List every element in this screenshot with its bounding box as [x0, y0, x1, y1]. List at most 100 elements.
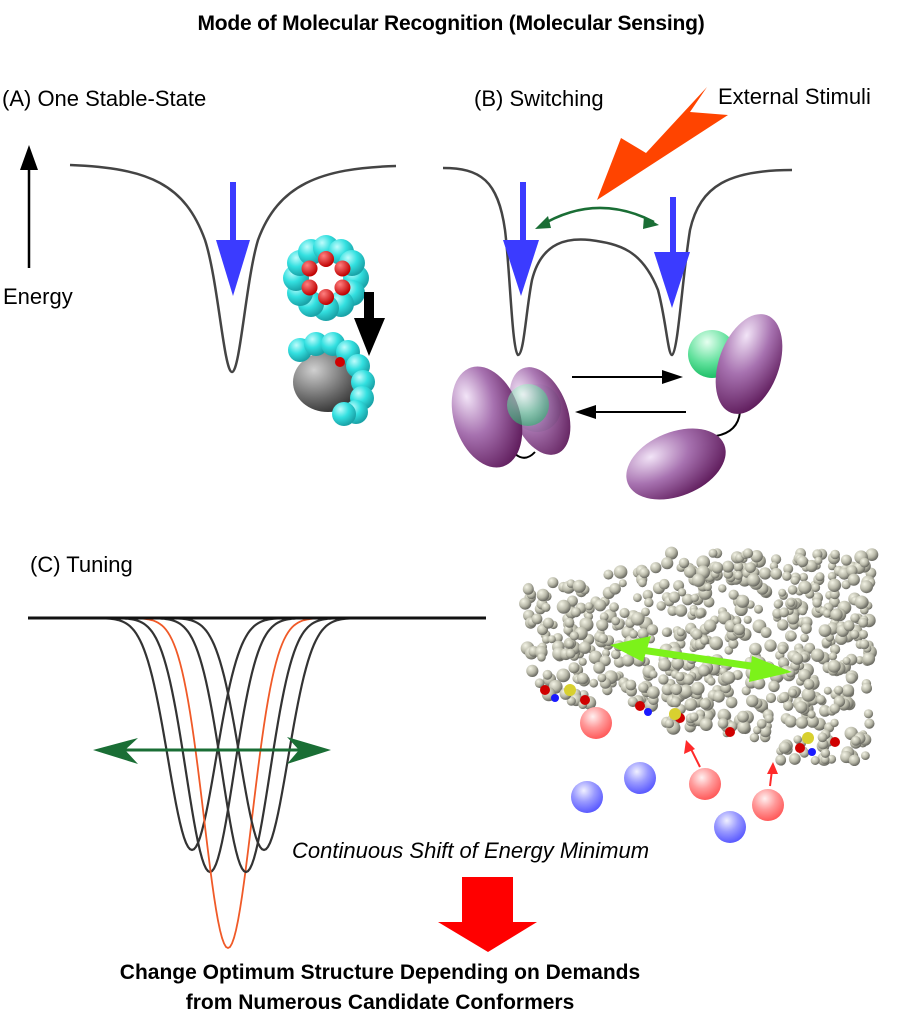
atom-bead	[625, 679, 637, 691]
conclusion-line-2: from Numerous Candidate Conformers	[185, 991, 575, 1014]
atom-bead	[691, 681, 705, 696]
atom-bead	[795, 701, 808, 714]
atom-bead	[703, 619, 717, 633]
atom-bead	[800, 633, 809, 643]
atom-bead	[534, 678, 545, 688]
atom-bead	[568, 662, 580, 674]
oxygen-atom	[635, 701, 645, 711]
atom-bead	[817, 732, 828, 743]
atom-bead	[522, 583, 534, 595]
atom-bead	[661, 627, 671, 637]
atom-bead	[787, 631, 797, 641]
green-bidirectional-curved-arrow	[535, 206, 659, 229]
atom-bead	[709, 636, 723, 651]
atom-bead	[829, 703, 840, 714]
atom-bead	[638, 682, 649, 693]
atom-bead	[644, 597, 654, 608]
atom-bead	[764, 714, 774, 724]
energy-axis-arrow	[20, 145, 38, 268]
atom-bead	[820, 748, 831, 758]
tuning-energy-curves	[28, 616, 486, 950]
anion-ball	[714, 811, 746, 843]
atom-bead	[642, 589, 653, 601]
atom-bead	[597, 673, 607, 683]
energy-axis-label: Energy	[3, 284, 73, 309]
atom-bead	[816, 694, 826, 705]
atom-bead	[795, 716, 809, 729]
forward-equilibrium-arrow	[572, 370, 683, 384]
ring-cavity	[315, 267, 337, 289]
atom-bead	[863, 709, 874, 719]
oxygen-atom	[580, 695, 590, 705]
atom-bead	[797, 668, 811, 682]
atom-bead	[861, 682, 872, 694]
atom-bead	[841, 684, 855, 697]
nitrogen-atom	[551, 694, 559, 702]
atom-bead	[787, 585, 798, 595]
atom-bead	[745, 562, 756, 573]
atom-bead	[650, 562, 662, 574]
atom-bead	[737, 720, 751, 734]
atom-bead	[547, 635, 556, 644]
atom-bead	[611, 616, 621, 626]
atom-bead	[638, 578, 647, 588]
atom-bead	[810, 756, 820, 765]
atom-bead	[796, 555, 809, 568]
atom-bead	[542, 669, 553, 680]
oxygen-atom	[318, 289, 334, 305]
atom-bead	[823, 609, 832, 618]
atom-bead	[609, 602, 619, 612]
atom-bead	[667, 605, 678, 616]
atom-bead	[851, 735, 861, 746]
atom-bead	[656, 601, 666, 611]
atom-bead	[830, 608, 843, 621]
oxygen-atom	[334, 279, 351, 296]
atom-bead	[618, 579, 627, 588]
atom-bead	[830, 644, 841, 655]
atom-bead	[754, 604, 763, 614]
atom-bead	[691, 629, 703, 640]
atom-bead	[782, 571, 792, 581]
atom-bead	[683, 565, 697, 578]
atom-bead	[858, 617, 869, 628]
panel-a-label: (A) One Stable-State	[2, 86, 207, 111]
atom-bead	[746, 573, 761, 587]
atom-bead	[541, 602, 551, 612]
atom-bead	[588, 650, 603, 665]
atom-bead	[815, 572, 825, 582]
oxygen-atom	[830, 737, 840, 747]
atom-bead	[746, 694, 759, 708]
oxygen-atom	[334, 260, 351, 277]
atom-bead	[788, 753, 801, 765]
cation-ball	[752, 789, 784, 821]
atom-bead	[633, 593, 642, 603]
atom-bead	[584, 602, 594, 611]
atom-bead	[542, 617, 554, 629]
atom-bead	[658, 658, 672, 672]
atom-bead	[848, 754, 861, 766]
atom-bead	[728, 589, 739, 600]
atom-bead	[855, 656, 864, 665]
atom-bead	[788, 688, 797, 698]
atom-bead	[823, 686, 832, 695]
atom-bead	[717, 718, 729, 729]
atom-bead	[861, 751, 870, 760]
atom-bead	[722, 560, 735, 573]
atom-bead	[775, 754, 787, 766]
nitrogen-atom	[808, 748, 816, 756]
atom-bead	[722, 671, 736, 685]
atom-bead	[646, 686, 660, 699]
atom-bead	[565, 648, 576, 659]
reverse-equilibrium-arrow	[575, 405, 686, 419]
atom-bead	[753, 677, 766, 690]
atom-bead	[711, 562, 724, 574]
atom-bead	[629, 629, 638, 639]
atom-bead	[682, 673, 695, 686]
lime-double-arrow	[610, 636, 792, 682]
atom-bead	[700, 635, 710, 645]
atom-bead	[736, 594, 750, 608]
atom-bead	[801, 687, 816, 702]
atom-bead	[749, 642, 762, 656]
atom-bead	[843, 620, 855, 632]
atom-bead	[865, 548, 879, 561]
